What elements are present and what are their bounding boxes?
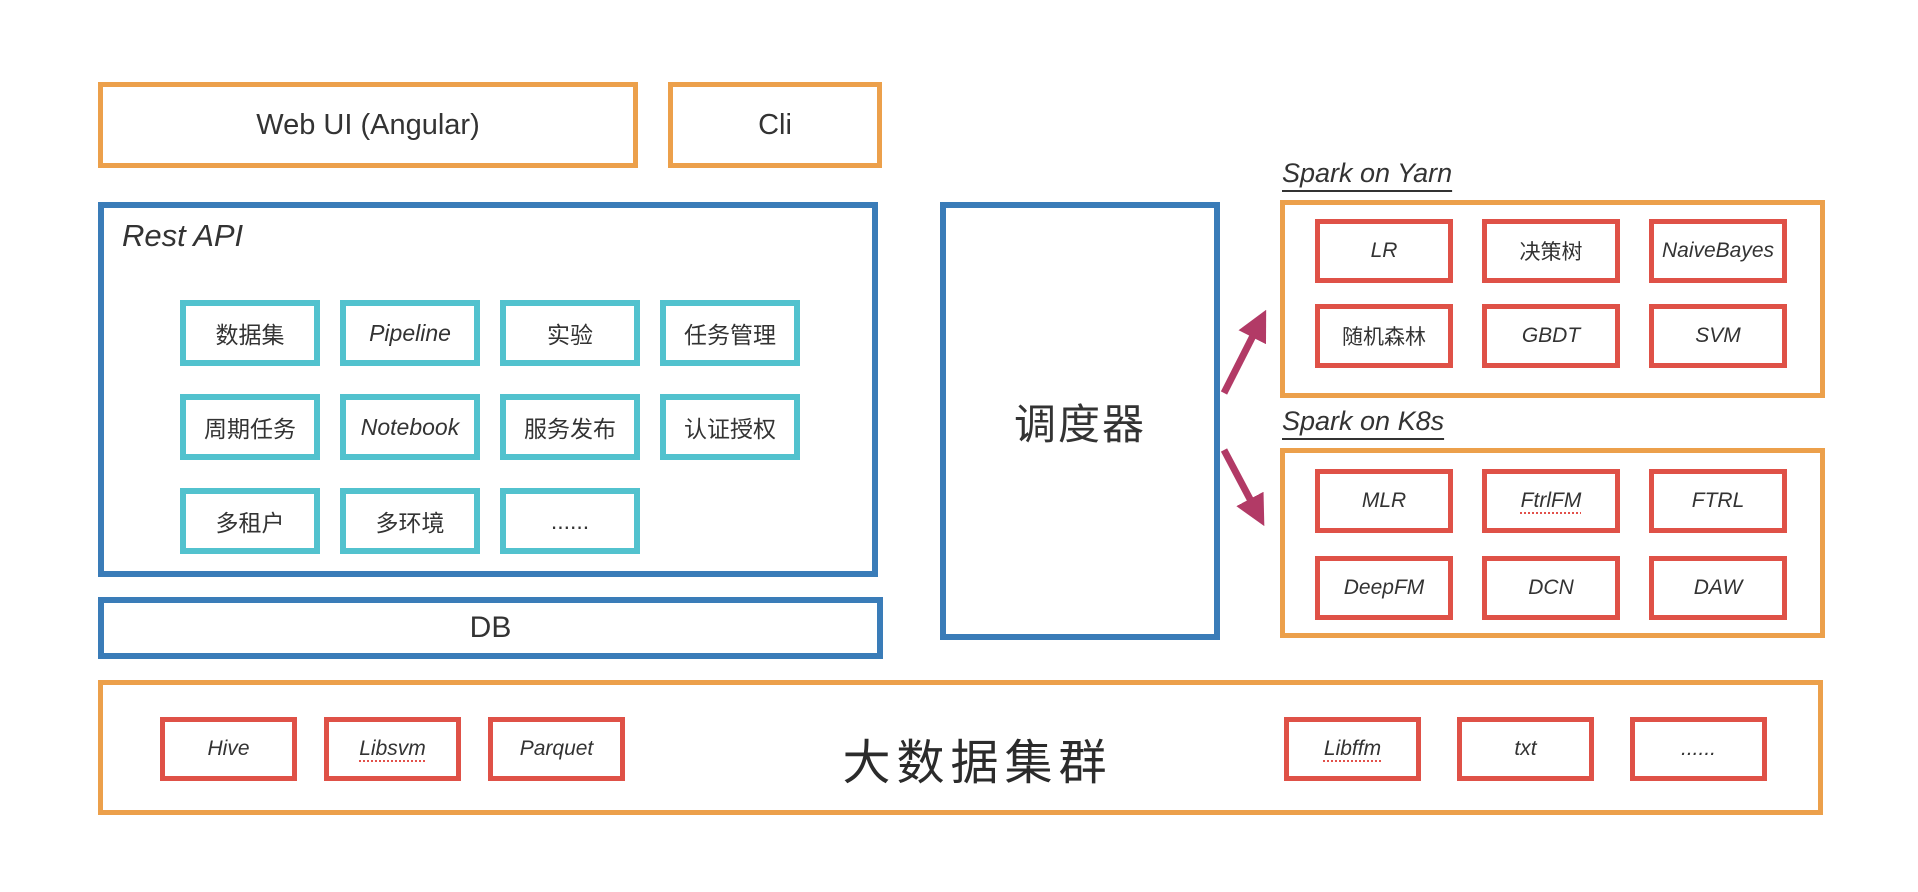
yarn-algo-box: 随机森林 — [1315, 304, 1453, 368]
spark-on-yarn-grid: LR 决策树 NaiveBayes 随机森林 GBDT SVM — [1315, 219, 1791, 368]
data-format-box: Parquet — [488, 717, 625, 781]
data-format-box: ...... — [1630, 717, 1767, 781]
cluster-right-formats: Libffm txt ...... — [1284, 717, 1767, 781]
rest-api-module-box: Pipeline — [340, 300, 480, 366]
rest-api-module-box: 实验 — [500, 300, 640, 366]
big-data-cluster-title: 大数据集群 — [842, 737, 1113, 790]
rest-api-module-box: 数据集 — [180, 300, 320, 366]
yarn-algo-box: LR — [1315, 219, 1453, 283]
spark-on-yarn-label: Spark on Yarn — [1282, 158, 1453, 188]
rest-api-module-box: 认证授权 — [660, 394, 800, 460]
rest-api-module-box: 多环境 — [340, 488, 480, 554]
cli-box: Cli — [668, 82, 882, 168]
rest-api-module-box: 任务管理 — [660, 300, 800, 366]
db-box: DB — [98, 597, 883, 659]
yarn-algo-box: 决策树 — [1482, 219, 1620, 283]
rest-api-module-box: 多租户 — [180, 488, 320, 554]
big-data-cluster-box: Hive Libsvm Parquet 大数据集群 Libffm txt ...… — [98, 680, 1823, 815]
yarn-algo-box: SVM — [1649, 304, 1787, 368]
yarn-algo-box: NaiveBayes — [1649, 219, 1787, 283]
scheduler-to-k8s-arrow — [1220, 448, 1265, 527]
k8s-algo-box: MLR — [1315, 469, 1453, 533]
k8s-algo-box: DCN — [1482, 556, 1620, 620]
scheduler-to-yarn-arrow — [1220, 309, 1267, 395]
rest-api-module-box: 服务发布 — [500, 394, 640, 460]
data-format-box: Hive — [160, 717, 297, 781]
spark-on-k8s-label: Spark on K8s — [1282, 406, 1445, 436]
cluster-left-formats: Hive Libsvm Parquet — [160, 717, 625, 781]
k8s-algo-box: FTRL — [1649, 469, 1787, 533]
rest-api-module-box: Notebook — [340, 394, 480, 460]
scheduler-box: 调度器 — [940, 202, 1220, 640]
rest-api-module-grid: 数据集 Pipeline 实验 任务管理 周期任务 Notebook 服务发布 … — [180, 300, 808, 554]
rest-api-module-box: 周期任务 — [180, 394, 320, 460]
spark-on-k8s-grid: MLR FtrlFM FTRL DeepFM DCN DAW — [1315, 469, 1791, 620]
rest-api-title: Rest API — [122, 218, 244, 253]
data-format-box: Libffm — [1284, 717, 1421, 781]
k8s-algo-box: FtrlFM — [1482, 469, 1620, 533]
web-ui-box: Web UI (Angular) — [98, 82, 638, 168]
data-format-box: Libsvm — [324, 717, 461, 781]
rest-api-module-box: ...... — [500, 488, 640, 554]
yarn-algo-box: GBDT — [1482, 304, 1620, 368]
data-format-box: txt — [1457, 717, 1594, 781]
k8s-algo-box: DAW — [1649, 556, 1787, 620]
k8s-algo-box: DeepFM — [1315, 556, 1453, 620]
